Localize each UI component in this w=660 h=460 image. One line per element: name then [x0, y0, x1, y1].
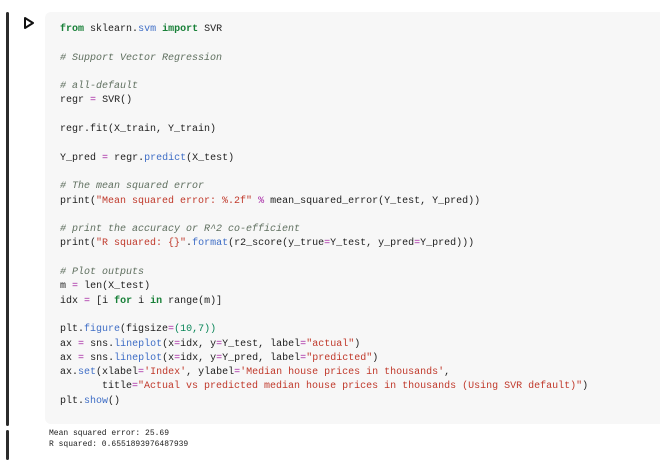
code-line: Y_pred = regr.predict(X_test) [60, 152, 235, 164]
code-line: regr.fit(X_train, Y_train) [60, 124, 217, 136]
code-line [60, 37, 588, 51]
play-icon [24, 17, 34, 29]
code-line: # Plot outputs [60, 267, 145, 279]
code-line: ax.set(xlabel='Index', ylabel='Median ho… [60, 367, 451, 379]
run-cell-button[interactable] [22, 16, 36, 30]
code-line: plt.figure(figsize=(10,7)) [60, 324, 217, 336]
code-line: # print the accuracy or R^2 co-efficient [60, 224, 301, 236]
cell-focus-bar [6, 12, 9, 426]
output-line-mse: Mean squared error: 25.69 [49, 429, 170, 438]
code-line: title="Actual vs predicted median house … [60, 381, 589, 393]
code-line: # Support Vector Regression [60, 52, 223, 64]
code-line [60, 109, 588, 123]
code-line: print("Mean squared error: %.2f" % mean_… [60, 195, 481, 207]
code-line: print("R squared: {}".format(r2_score(y_… [60, 238, 475, 250]
code-line: plt.show() [60, 395, 121, 407]
code-line: # all-default [60, 81, 139, 93]
output-focus-bar [6, 430, 9, 460]
code-line: from sklearn.svm import SVR [60, 24, 223, 35]
code-line: # The mean squared error [60, 181, 205, 193]
code-line [60, 66, 588, 80]
code-line: regr = SVR() [60, 95, 133, 107]
output-line-r2: R squared: 0.6551893976487939 [49, 439, 189, 449]
code-line [60, 137, 588, 151]
code-line: m = len(X_test) [60, 281, 151, 293]
code-line [60, 166, 588, 180]
code-line: idx = [i for i in range(m)] [60, 295, 223, 307]
code-line: ax = sns.lineplot(x=idx, y=Y_pred, label… [60, 352, 379, 364]
code-line [60, 252, 588, 266]
code-line: ax = sns.lineplot(x=idx, y=Y_test, label… [60, 338, 361, 350]
code-line [60, 309, 588, 323]
code-text[interactable]: from sklearn.svm import SVR # Support Vec… [60, 23, 588, 409]
code-line [60, 209, 588, 223]
code-editor[interactable] [45, 12, 660, 424]
